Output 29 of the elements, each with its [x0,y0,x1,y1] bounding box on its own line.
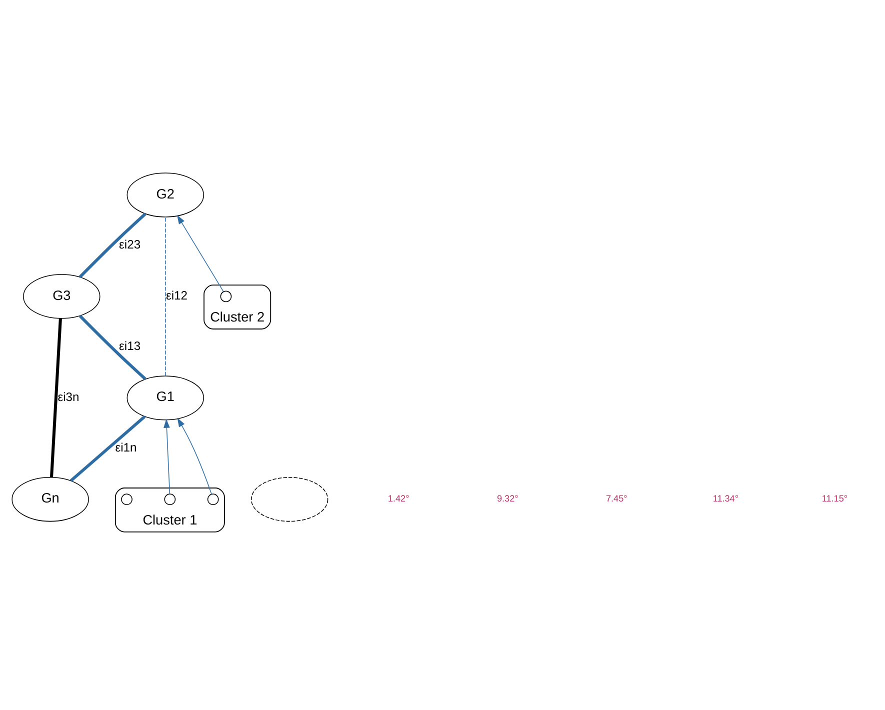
edge-label: εi1n [115,440,137,454]
cluster: Cluster 2 [204,284,272,329]
arrow [177,417,212,494]
node-circle [220,290,232,302]
connector [78,314,146,380]
node-ellipse: G3 [23,274,100,318]
node-ellipse: G1 [126,375,204,420]
node-ellipse: G2 [126,172,204,217]
edge-label: εi3n [58,389,80,404]
connector [165,216,166,376]
label: 1.42° [388,493,410,504]
node-circle [164,493,176,505]
node-circle [121,493,132,505]
edge-label: εi12 [166,288,188,302]
node-circle [207,493,219,505]
node-ellipse [250,476,328,522]
arrow [177,214,224,292]
label: 11.34° [712,493,739,504]
arrow [164,418,170,494]
label: 11.15° [822,493,848,504]
edge-label: εi13 [119,338,141,353]
cluster: Cluster 1 [114,487,225,532]
node-ellipse: Gn [12,476,89,522]
connector [78,212,146,278]
connector [70,414,146,482]
label: 7.45° [606,493,628,504]
label: 9.32° [496,493,518,504]
edge-label: εi23 [119,237,141,252]
connector [50,318,62,477]
